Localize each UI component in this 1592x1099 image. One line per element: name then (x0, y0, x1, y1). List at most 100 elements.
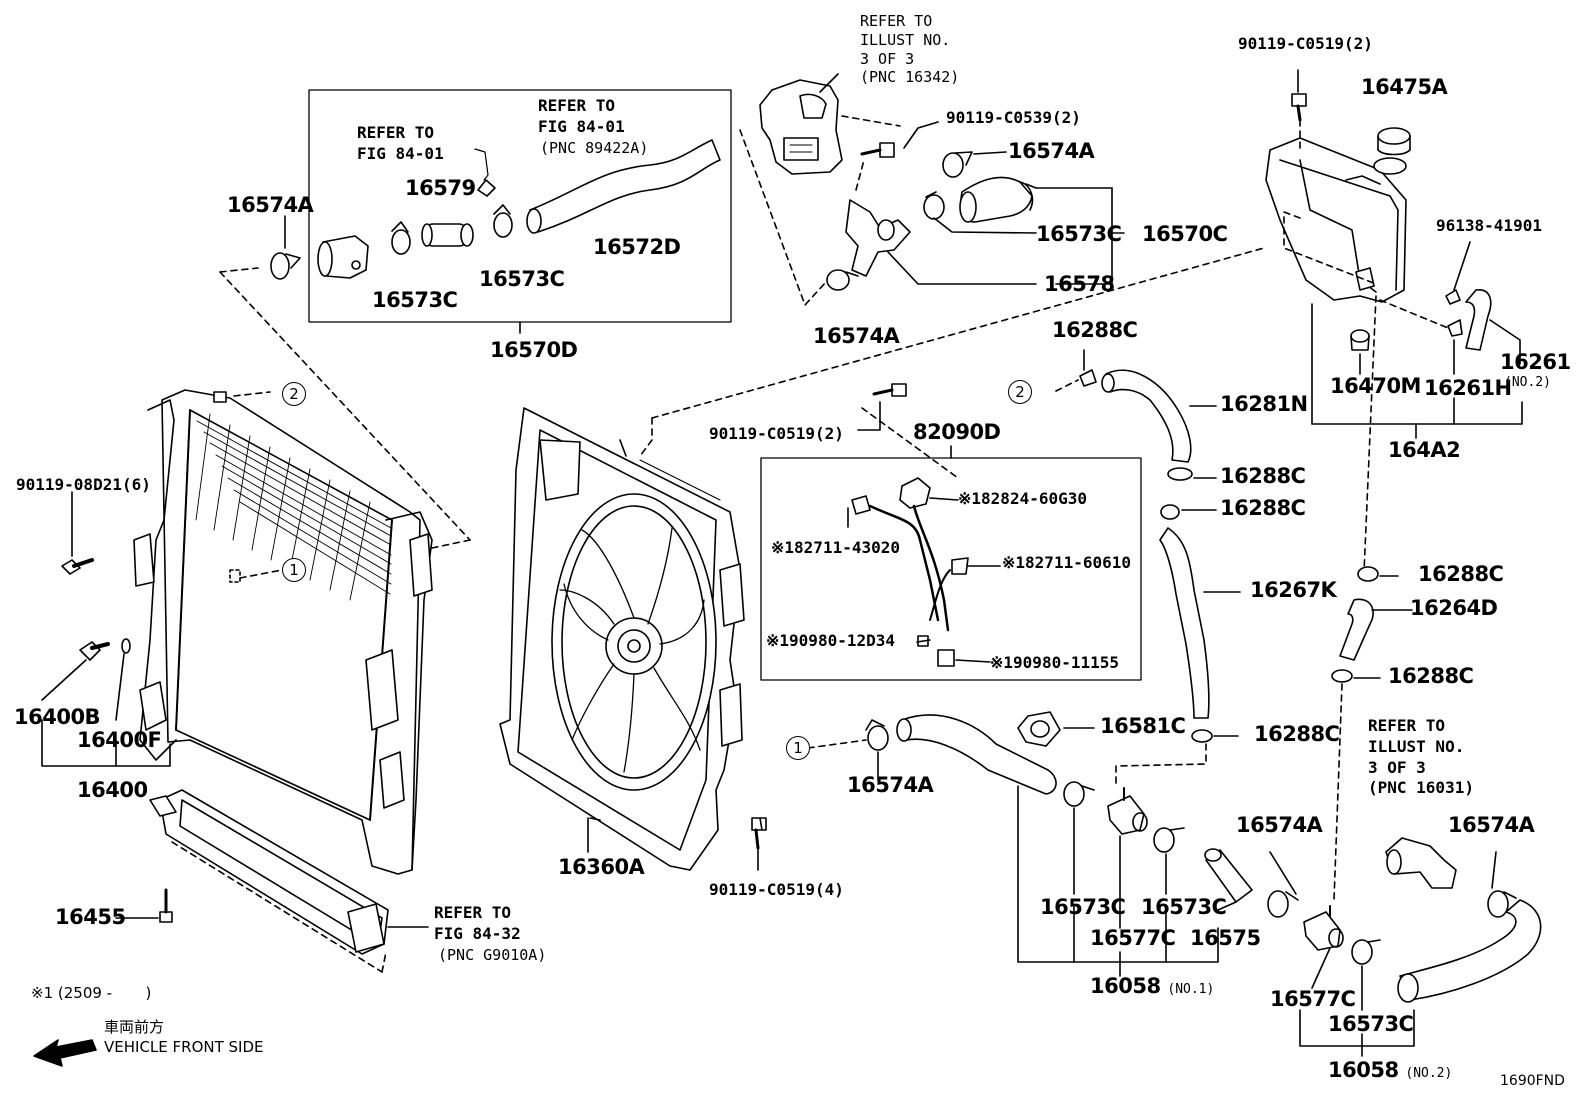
label-16400F: 16400F (77, 728, 162, 752)
footnote-date-range: ※1 (2509 - ) (31, 984, 152, 1002)
front-direction-arrow (33, 1039, 97, 1067)
label-16573C-b: 16573C (372, 288, 458, 312)
drain-cock-16400B (79, 641, 110, 661)
label-16570C: 16570C (1142, 222, 1228, 246)
label-90119-08D21: 90119-08D21(6) (16, 475, 151, 494)
label-16573C-c: 16573C (1040, 895, 1126, 919)
water-outlet-housing (759, 79, 843, 175)
bolt-16455 (159, 888, 173, 923)
label-16261-no2: (NO.2) (1504, 375, 1551, 390)
clamp-16288C-5 (1331, 669, 1353, 683)
label-16470M: 16470M (1330, 374, 1421, 398)
label-16577C-a: 16577C (1090, 926, 1176, 950)
gasket-16581C (1017, 711, 1061, 747)
label-16400B: 16400B (14, 705, 101, 729)
upper-hose-16572D (526, 139, 721, 234)
label-16058-no2: 16058 (NO.2) (1328, 1060, 1452, 1081)
cap-16470M (1350, 329, 1370, 351)
label-16058-no2-number: 16058 (1328, 1058, 1399, 1082)
radiator (133, 389, 433, 875)
label-16573C-e: 16573C (1328, 1012, 1414, 1036)
bolt-90119-C0519-fan (872, 383, 907, 397)
label-16575: 16575 (1190, 926, 1261, 950)
hose-16267K (1159, 527, 1210, 719)
label-16288C-1: 16288C (1052, 318, 1138, 342)
label-16264D: 16264D (1410, 596, 1498, 620)
clamp-16573C-c (1063, 781, 1095, 807)
callout-1-left: 1 (282, 558, 306, 582)
label-90119-C0519-top: 90119-C0519(2) (1238, 34, 1373, 53)
ref-illust-16342: REFER TO ILLUST NO. 3 OF 3 (PNC 16342) (860, 12, 960, 87)
ref-fig-84-32: REFER TO FIG 84-32 (434, 903, 521, 943)
ref-fig-84-32-pnc: (PNC G9010A) (438, 946, 547, 964)
label-182824-60G30: ※182824-60G30 (958, 489, 1087, 508)
outlet-16570C (959, 176, 1034, 223)
ref-illust-16031: REFER TO ILLUST NO. 3 OF 3 (PNC 16031) (1368, 716, 1474, 798)
label-16572D: 16572D (593, 235, 681, 259)
clamp-16574A-bottom (865, 719, 889, 751)
label-16574A-bottom: 16574A (847, 773, 934, 797)
label-182711-43020: ※182711-43020 (771, 538, 900, 557)
hose-clamp-16574A-left (270, 252, 301, 280)
union-16577C-b (1303, 905, 1344, 951)
label-16267K: 16267K (1250, 578, 1337, 602)
label-16581C: 16581C (1100, 714, 1186, 738)
bolt-90119-C0519-top (1291, 93, 1307, 122)
clamp-16288C-3 (1160, 504, 1180, 520)
hose-assembly-box (308, 89, 732, 334)
label-16400: 16400 (77, 778, 148, 802)
bolt-90119-C0519-bottom (751, 817, 767, 850)
clamp-16573C-e (1351, 939, 1381, 965)
label-16288C-2: 16288C (1220, 464, 1306, 488)
clip-96138-41901 (1445, 289, 1461, 305)
front-side-label-en: VEHICLE FRONT SIDE (104, 1038, 264, 1056)
label-16360A: 16360A (558, 855, 645, 879)
label-16288C-6: 16288C (1254, 722, 1340, 746)
bolt-90119-08D21 (61, 558, 94, 575)
wiring-harness (851, 477, 969, 667)
label-16058-no1-suffix: (NO.1) (1167, 982, 1215, 997)
fan-shroud (499, 407, 745, 871)
label-16261: 16261 (1500, 350, 1571, 374)
label-90119-C0519-fan: 90119-C0519(2) (709, 424, 844, 443)
label-16288C-4: 16288C (1418, 562, 1504, 586)
label-16058-no1-number: 16058 (1090, 974, 1161, 998)
figure-code: 1690FND (1500, 1073, 1565, 1089)
hose-clamp-16573C-upper (923, 191, 945, 220)
clamp-16574A-br2 (1487, 890, 1517, 918)
hose-16058-no2 (1397, 899, 1542, 1003)
hose-16261 (1465, 289, 1492, 351)
clamp-16574A-br1 (1267, 890, 1299, 918)
label-16573C-d: 16573C (1141, 895, 1227, 919)
thermostat-16031 (1385, 837, 1457, 889)
ref-fig-84-01-b-pnc: (PNC 89422A) (540, 139, 649, 157)
clamp-16288C-1 (1079, 369, 1097, 387)
label-164A2: 164A2 (1388, 438, 1461, 462)
ref-fig-84-01-b: REFER TO FIG 84-01 (538, 96, 625, 136)
label-16058-no2-suffix: (NO.2) (1405, 1066, 1453, 1081)
label-16579: 16579 (405, 176, 476, 200)
hose-clamp-16573C-b (391, 221, 411, 255)
ref-fig-84-01-a: REFER TO FIG 84-01 (357, 123, 444, 163)
hose-clamp-16574A-mid (826, 269, 859, 291)
union-16577C-a (1107, 787, 1148, 835)
label-16574A-topleft: 16574A (227, 193, 314, 217)
clamp-16288C-6 (1191, 729, 1213, 743)
label-16574A-br1: 16574A (1236, 813, 1323, 837)
hose-clamp-16574A-upper (942, 151, 973, 178)
label-16577C-b: 16577C (1270, 987, 1356, 1011)
label-90119-C0519-bottom: 90119-C0519(4) (709, 880, 844, 899)
clamp-16573C-d (1153, 827, 1185, 853)
lower-hose (896, 714, 1057, 795)
callout-2-top: 2 (282, 382, 306, 406)
label-16570D: 16570D (490, 338, 578, 362)
label-16573C-upper: 16573C (1036, 222, 1122, 246)
label-16281N: 16281N (1220, 392, 1308, 416)
clip-16261H (1447, 319, 1463, 337)
cap-16475A (1377, 127, 1411, 156)
clamp-16288C-2 (1167, 467, 1193, 481)
label-16574A-br2: 16574A (1448, 813, 1535, 837)
label-16573C-a: 16573C (479, 267, 565, 291)
